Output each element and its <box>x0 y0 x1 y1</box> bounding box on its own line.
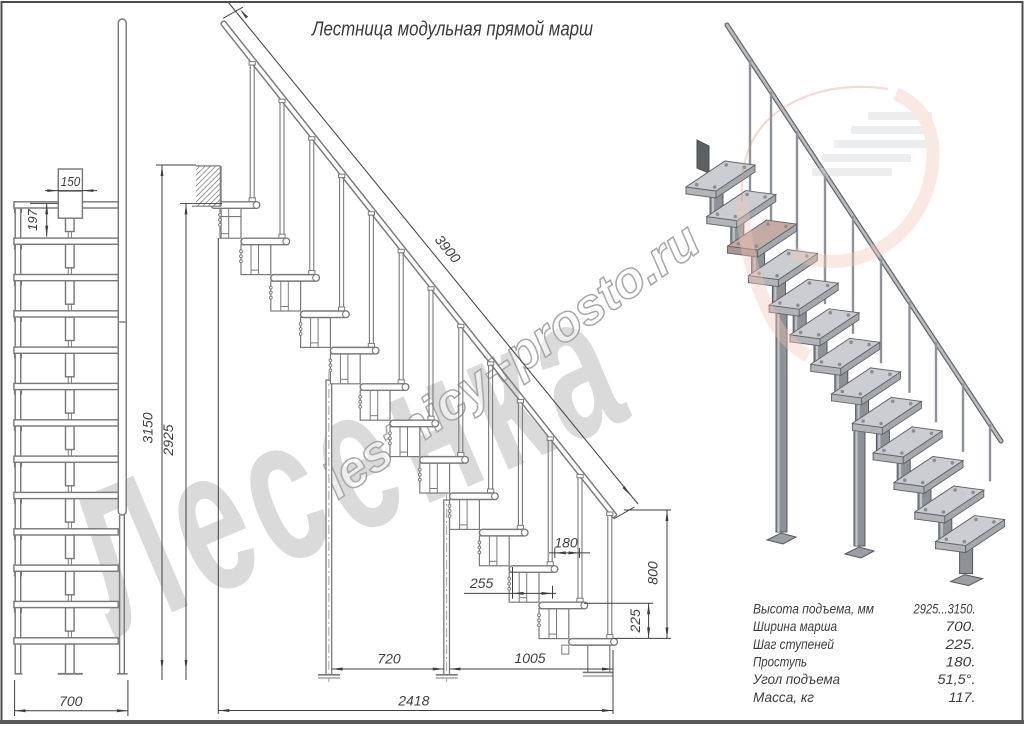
svg-text:197: 197 <box>25 208 40 230</box>
svg-text:800: 800 <box>645 561 661 585</box>
svg-text:225.: 225. <box>944 637 975 652</box>
svg-text:117.: 117. <box>949 690 976 705</box>
svg-text:255: 255 <box>469 575 494 591</box>
svg-text:Масса, кг: Масса, кг <box>753 690 814 705</box>
svg-text:180.: 180. <box>946 654 976 669</box>
svg-text:2925...3150.: 2925...3150. <box>913 602 976 617</box>
svg-text:Ширина марша: Ширина марша <box>753 619 837 634</box>
svg-text:225: 225 <box>627 609 643 634</box>
svg-text:Высота подъема, мм: Высота подъема, мм <box>753 602 874 617</box>
svg-text:Угол подъема: Угол подъема <box>752 672 840 687</box>
svg-text:2925: 2925 <box>160 424 176 456</box>
svg-text:150: 150 <box>61 175 81 189</box>
svg-text:720: 720 <box>377 651 401 667</box>
svg-text:Шаг ступеней: Шаг ступеней <box>753 637 834 652</box>
svg-text:180: 180 <box>554 534 578 550</box>
svg-text:3150: 3150 <box>140 412 156 443</box>
svg-text:1005: 1005 <box>514 650 545 666</box>
svg-text:700.: 700. <box>946 619 976 634</box>
svg-text:Лестница модульная прямой марш: Лестница модульная прямой марш <box>310 18 593 41</box>
svg-text:2418: 2418 <box>397 693 429 709</box>
svg-text:700: 700 <box>59 693 83 709</box>
svg-text:Проступь: Проступь <box>753 654 807 669</box>
svg-text:51,5°.: 51,5°. <box>938 672 976 687</box>
